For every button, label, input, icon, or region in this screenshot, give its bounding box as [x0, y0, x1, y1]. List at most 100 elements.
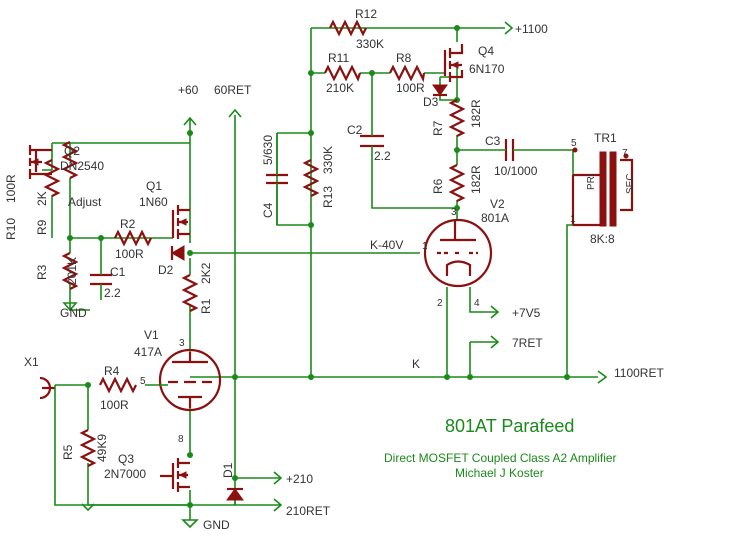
label-r8-val: 100R	[396, 81, 425, 95]
label-r9-ref: R9	[35, 219, 49, 235]
diode-d2	[170, 245, 185, 261]
label-r9-val: 2K	[35, 191, 49, 206]
capacitor-c2	[360, 130, 384, 155]
label-r2-val: 100R	[115, 247, 144, 261]
label-v2-pin-g: 1	[422, 241, 428, 252]
label-gnd1: GND	[60, 306, 87, 320]
label-q4-ref: Q4	[478, 44, 494, 58]
label-q3-val: 2N7000	[104, 467, 146, 481]
resistor-r3	[61, 252, 79, 290]
resistor-r4	[99, 376, 137, 394]
label-r2-ref: R2	[120, 217, 136, 231]
capacitor-c1	[90, 268, 112, 292]
label-r8-ref: R8	[396, 51, 412, 65]
label-r7-val: 182R	[469, 99, 483, 128]
tube-v2	[423, 218, 493, 288]
label-d2-ref: D2	[158, 263, 174, 277]
label-v1-pin-g: 5	[140, 376, 146, 387]
label-k40: K-40V	[370, 238, 403, 252]
label-r210: 210RET	[286, 504, 331, 518]
label-gnd2: GND	[203, 518, 230, 532]
label-v2-pin-f2: 4	[474, 298, 480, 309]
resistor-r1	[181, 274, 199, 312]
label-c4-ref: C4	[261, 202, 275, 218]
label-d1-ref: D1	[221, 462, 235, 478]
label-r3-val: 201K	[65, 257, 79, 285]
label-r4-ref: R4	[104, 364, 120, 378]
label-r5-val: 49K9	[95, 434, 109, 462]
connector-x1	[39, 376, 56, 400]
label-r3-ref: R3	[35, 264, 49, 280]
capacitor-c3	[498, 139, 520, 161]
subtitle-line1: Direct MOSFET Coupled Class A2 Amplifier	[384, 451, 617, 465]
label-r11-val: 210K	[326, 81, 354, 95]
label-c3-ref: C3	[485, 134, 501, 148]
label-v2-pin-f1: 2	[437, 298, 443, 309]
label-c4-val: 5/630	[261, 135, 275, 165]
label-c1-val: 2.2	[104, 286, 121, 300]
diode-d1	[226, 487, 244, 501]
label-v2-val: 801A	[481, 211, 509, 225]
resistor-r12	[329, 19, 367, 37]
label-x1-ref: X1	[24, 355, 39, 369]
net-arrows	[62, 21, 608, 529]
label-r10-ref: R10	[4, 218, 18, 240]
mosfet-q2	[28, 145, 52, 179]
label-v2-pin-a: 3	[451, 207, 457, 218]
resistor-r13	[302, 159, 320, 197]
label-r1-ref: R1	[199, 298, 213, 314]
label-r6-val: 182R	[469, 165, 483, 194]
resistor-r8	[389, 64, 426, 83]
label-r7-ref: R7	[431, 120, 445, 136]
resistor-r9	[61, 141, 79, 179]
label-v2-ref: V2	[490, 197, 505, 211]
label-r12-ref: R12	[355, 7, 377, 21]
label-p210: +210	[286, 472, 313, 486]
label-r1100: 1100RET	[614, 366, 664, 380]
label-adjust: Adjust	[68, 195, 102, 209]
label-r7: 7RET	[512, 336, 543, 350]
label-r13-val: 330K	[321, 146, 335, 174]
resistor-r2	[114, 229, 152, 247]
label-r60: 60RET	[214, 83, 252, 97]
label-r13-ref: R13	[321, 186, 335, 208]
capacitor-c4	[266, 133, 288, 225]
label-c2-ref: C2	[347, 123, 363, 137]
label-c1-ref: C1	[110, 265, 126, 279]
label-p60: +60	[178, 83, 199, 97]
label-r10-val: 100R	[4, 174, 18, 203]
label-r12-val: 330K	[356, 37, 384, 51]
page-title: 801AT Parafeed	[445, 416, 574, 436]
label-d3-ref: D3	[423, 95, 439, 109]
label-tr1-ref: TR1	[594, 131, 617, 145]
wires	[42, 27, 598, 520]
label-r1-val: 2K2	[199, 262, 213, 284]
resistor-r10	[43, 159, 61, 197]
label-c2-val: 2.2	[374, 149, 391, 163]
mosfet-q1	[171, 205, 190, 239]
label-p1100: +1100	[515, 22, 548, 36]
label-p7v5: +7V5	[512, 306, 541, 320]
label-c3-val: 10/1000	[494, 164, 538, 178]
diode-d3	[432, 84, 448, 97]
label-v1-val: 417A	[134, 345, 162, 359]
label-q1-val: 1N60	[139, 195, 168, 209]
label-v1-ref: V1	[144, 328, 159, 342]
mosfet-q3	[160, 458, 190, 492]
label-r4-val: 100R	[100, 398, 129, 412]
label-v1-pin-k: 8	[178, 434, 184, 445]
tube-v1	[158, 348, 222, 412]
label-r5-ref: R5	[61, 444, 75, 460]
resistor-r5	[79, 429, 97, 467]
label-tr1-sec: SEC	[625, 173, 636, 194]
label-q2-ref: Q2	[64, 144, 80, 158]
label-tr-s7: 7	[622, 148, 628, 159]
subtitle-line2: Michael J Koster	[455, 466, 544, 480]
label-q2-val: DN2540	[60, 159, 104, 173]
label-tr1-val: 8K:8	[590, 232, 615, 246]
resistor-r7	[448, 99, 466, 137]
label-k: K	[412, 357, 420, 371]
label-tr-p5: 5	[571, 138, 577, 149]
label-r11-ref: R11	[328, 51, 349, 65]
label-tr-p1: 1	[570, 214, 576, 225]
